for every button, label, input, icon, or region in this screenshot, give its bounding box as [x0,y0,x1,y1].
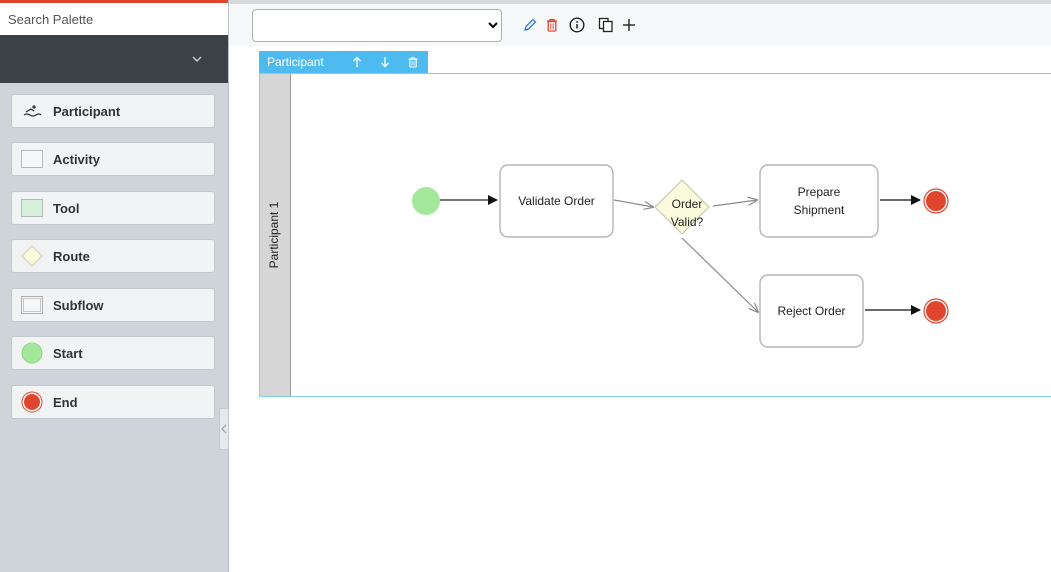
swimlane-label-area [260,74,290,396]
swimlane[interactable]: Participant 1 [259,73,1051,397]
activity-box [759,164,879,238]
activity-reject-order[interactable]: Reject Order [759,274,864,348]
edit-button[interactable] [521,16,539,34]
palette-item-participant[interactable]: Participant [11,94,215,128]
palette-item-label: Tool [53,200,80,216]
subflow-box-icon [21,295,43,315]
palette-item-label: Activity [53,151,100,167]
activity-box [499,164,614,238]
plus-icon [623,19,635,31]
palette-item-activity[interactable]: Activity [11,142,215,176]
swimlane-body [259,73,1051,397]
palette-item-end[interactable]: End [11,385,215,419]
info-icon [569,17,585,33]
palette-item-label: Participant [53,103,121,119]
palette-item-tool[interactable]: Tool [11,191,215,225]
chevron-down-icon [192,56,202,62]
end-event-node-1[interactable] [923,188,949,214]
palette-item-subflow[interactable]: Subflow [11,288,215,322]
trash-icon [547,18,557,32]
arrow-down-icon [381,57,389,68]
end-circle-icon [21,391,43,413]
palette-item-route[interactable]: Route [11,239,215,273]
tool-box-icon [21,198,43,218]
info-button[interactable] [568,16,586,34]
palette-item-start[interactable]: Start [11,336,215,370]
activity-prepare-shipment[interactable]: Prepare Shipment [759,164,879,238]
route-label-line1: Order [672,197,703,211]
activity-box [759,274,864,348]
move-lane-down-button[interactable] [371,51,399,73]
palette-accent-bar [0,0,228,3]
activity-label-line2: Shipment [794,203,845,217]
lane-header-label: Participant [267,55,324,69]
process-select[interactable] [252,9,502,42]
edge-route-prepare[interactable] [712,200,757,207]
designer-toolbar [229,4,1051,46]
palette-item-label: Route [53,248,90,264]
collapse-sidebar-handle[interactable] [219,408,229,450]
route-order-valid[interactable]: Order Valid? [654,179,710,235]
swimmer-icon [21,101,43,121]
delete-button[interactable] [543,16,561,34]
move-lane-up-button[interactable] [343,51,371,73]
start-event-node[interactable] [412,187,440,215]
palette-item-label: Subflow [53,297,104,313]
activity-box-icon [21,149,43,169]
palette-item-label: End [53,394,78,410]
arrow-up-icon [353,56,361,67]
main-top-border [229,0,1051,4]
palette-item-label: Start [53,345,83,361]
activity-validate-order[interactable]: Validate Order [499,164,614,238]
search-palette-input[interactable] [0,3,228,35]
edges [440,195,921,315]
activity-label: Reject Order [777,304,845,318]
trash-icon [408,57,418,68]
edge-validate-route[interactable] [613,199,653,207]
start-circle-icon [21,342,43,364]
edge-route-reject[interactable] [681,237,758,312]
route-diamond [654,179,710,235]
swimlane-name: Participant 1 [267,201,281,268]
palette-sidebar: Participant Activity Tool Route Subflow … [0,0,229,572]
chevron-left-icon [221,424,227,434]
route-diamond-icon [21,245,43,267]
lane-header: Participant [259,51,428,73]
copy-icon [598,17,613,33]
edit-icon [524,18,537,31]
activity-label-line1: Prepare [798,185,841,199]
palette-category-dropdown[interactable] [0,35,228,83]
delete-lane-button[interactable] [399,51,427,73]
diagram-canvas[interactable]: Participant 1 Validate Order Order Valid… [229,0,1051,572]
designer-main: Participant 1 Validate Order Order Valid… [229,0,1051,572]
copy-button[interactable] [597,16,615,34]
end-event-node-2[interactable] [923,298,949,324]
add-button[interactable] [620,16,638,34]
route-label-line2: Valid? [671,215,704,229]
activity-label: Validate Order [518,194,594,208]
